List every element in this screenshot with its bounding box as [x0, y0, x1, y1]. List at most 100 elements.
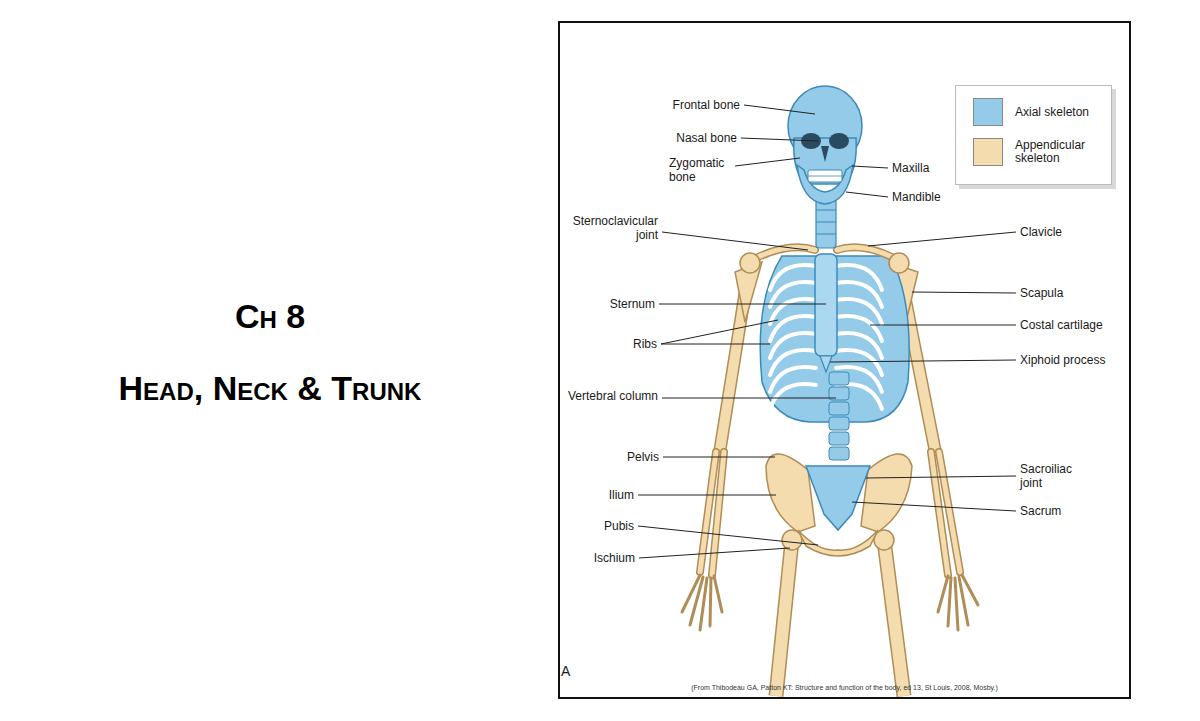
rib-cage-part	[836, 316, 882, 341]
vertebral-column-part	[816, 222, 836, 223]
leader-lines-part	[661, 344, 770, 345]
leader-lines-part	[661, 320, 778, 344]
vertebral-column-part	[829, 417, 849, 430]
rib-cage-part	[815, 254, 837, 356]
part-label: Sacrum	[1020, 504, 1061, 518]
rib-cage-part	[836, 350, 882, 375]
legend-text: Axial skeleton	[1015, 106, 1103, 119]
part-label: Costal cartilage	[1020, 318, 1103, 332]
hand-bones-part	[714, 576, 722, 612]
leader-lines-part	[659, 304, 826, 305]
leader-lines-part	[912, 292, 1016, 293]
femur-bones	[776, 530, 904, 696]
chapter-title: Head, Neck & Trunk	[0, 368, 540, 408]
legend-swatch	[973, 138, 1003, 166]
pelvis-bones	[766, 454, 912, 556]
legend-row: Appendicular skeleton	[973, 138, 1103, 166]
arm-bones-part	[712, 452, 724, 575]
hand-bones-part	[700, 578, 707, 630]
legend-text: Appendicular skeleton	[1015, 139, 1103, 165]
skull-part	[808, 176, 842, 177]
clavicle-bones-part	[740, 253, 760, 273]
clavicle-bones	[740, 247, 909, 273]
part-label: Ischium	[594, 551, 635, 565]
rib-cage-part	[836, 265, 882, 290]
part-label: Vertebral column	[568, 389, 658, 403]
vertebral-column-part	[816, 234, 836, 235]
rib-cage-part	[836, 333, 882, 358]
part-label: Nasal bone	[676, 131, 737, 145]
rib-cage-part	[770, 282, 816, 307]
legend-swatch	[973, 98, 1003, 126]
part-label: Scapula	[1020, 286, 1063, 300]
leader-lines-part	[852, 166, 888, 168]
part-label: Maxilla	[892, 161, 929, 175]
leader-lines-part	[866, 476, 1016, 478]
legend-row: Axial skeleton	[973, 98, 1103, 126]
part-label: Pubis	[604, 519, 634, 533]
leader-lines-part	[662, 232, 808, 250]
clavicle-bones-part	[889, 253, 909, 273]
clavicle-bones-part	[837, 247, 894, 258]
clavicle-bones-part	[756, 247, 815, 258]
leader-lines-part	[638, 526, 818, 545]
skull	[788, 86, 862, 204]
leader-lines-part	[639, 548, 790, 558]
hand-bones-part	[962, 575, 978, 605]
femur-bones-part	[776, 540, 792, 696]
leader-lines-part	[830, 360, 1016, 362]
part-label: Mandible	[892, 190, 941, 204]
hand-bones-part	[955, 578, 958, 630]
leader-lines-part	[741, 138, 818, 141]
femur-bones-part	[884, 540, 904, 696]
femur-bones-part	[884, 540, 904, 696]
skull-part	[829, 133, 849, 149]
part-label: Xiphoid process	[1020, 353, 1105, 367]
figure-frame-part	[559, 22, 1130, 698]
leader-lines-part	[744, 105, 815, 114]
skull-part	[821, 146, 829, 162]
leader-lines-part	[846, 192, 888, 197]
leader-lines-part	[735, 158, 800, 166]
chapter-number: Ch 8	[0, 296, 540, 336]
vertebral-column	[806, 198, 870, 530]
leader-lines-part	[868, 232, 1016, 246]
vertebral-column-part	[806, 466, 870, 530]
hand-bones-part	[938, 576, 948, 612]
skull-part	[797, 165, 853, 204]
hand-bones-part	[948, 578, 951, 626]
vertebral-column-part	[829, 447, 849, 460]
part-label: Sternum	[610, 297, 655, 311]
femur-bones-part	[776, 540, 792, 696]
part-label: Ribs	[633, 337, 657, 351]
leader-lines-part	[852, 502, 1016, 511]
rib-cage-part	[770, 384, 816, 409]
skull-part	[808, 170, 842, 182]
hand-bones	[682, 575, 978, 630]
clavicle-bones-part	[837, 247, 894, 258]
leader-lines-part	[870, 325, 1016, 326]
figure-frame	[559, 22, 1130, 698]
rib-cage	[760, 254, 909, 422]
leader-lines-part	[638, 495, 776, 496]
rib-cage-part	[770, 367, 816, 392]
vertebral-column-part	[816, 210, 836, 211]
leader-lines-part	[663, 457, 775, 458]
source-caption: (From Thibodeau GA, Patton KT: Structure…	[561, 683, 1128, 692]
leader-lines-part	[662, 398, 836, 399]
legend-box: Axial skeletonAppendicular skeleton	[955, 85, 1112, 185]
part-label: Frontal bone	[673, 98, 740, 112]
rib-cage-part	[836, 282, 882, 307]
rib-cage-part	[836, 299, 882, 324]
part-label: Sternoclavicular joint	[548, 214, 658, 242]
part-label: Sacroiliac joint	[1020, 462, 1086, 490]
vertebral-column-part	[829, 402, 849, 415]
arm-bones-part	[939, 452, 960, 572]
figure-letter: A	[561, 663, 570, 679]
part-label: Pelvis	[627, 450, 659, 464]
clavicle-bones-part	[756, 247, 815, 258]
rib-cage-part	[770, 333, 816, 358]
rib-cage-part	[820, 356, 832, 372]
vertebral-column-part	[816, 198, 836, 248]
